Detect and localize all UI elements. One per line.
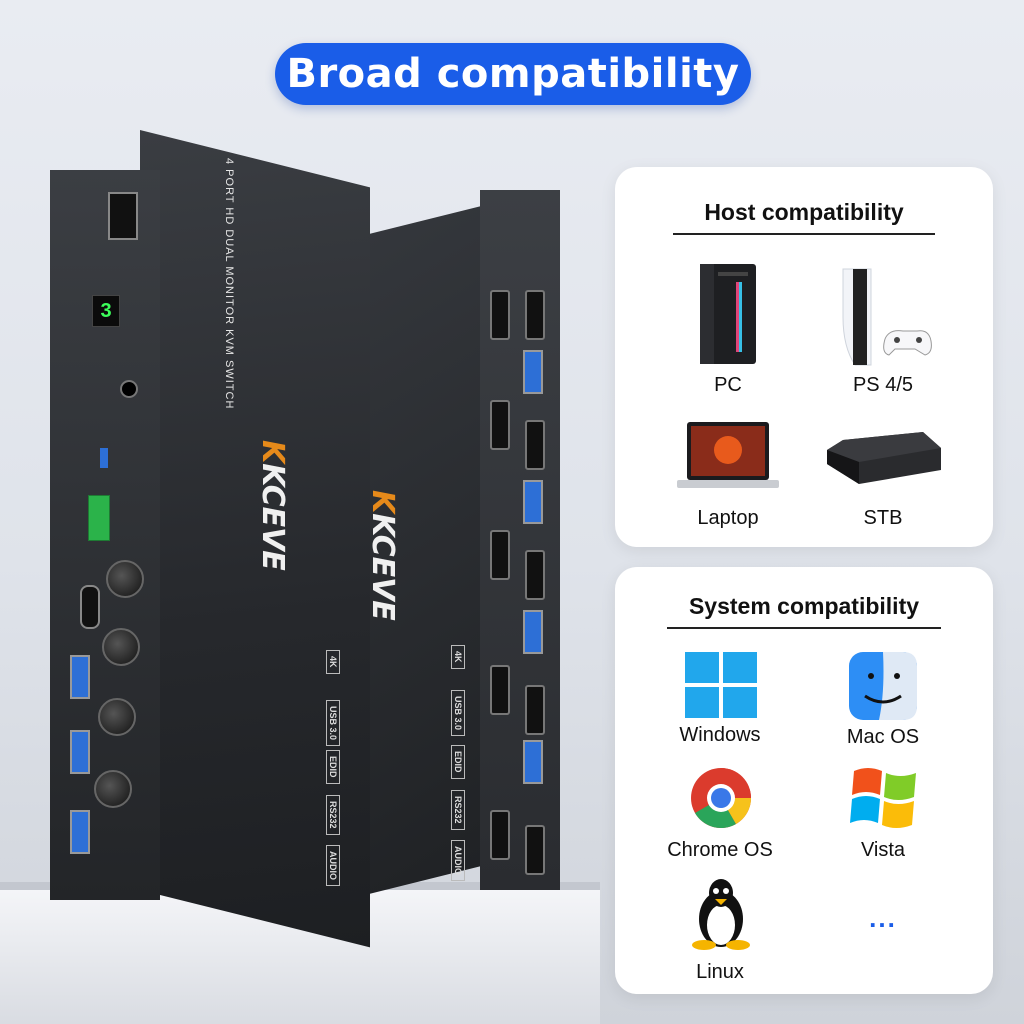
linux-icon — [692, 879, 750, 950]
system-label-chromeos: Chrome OS — [667, 839, 773, 861]
playstation-icon — [842, 268, 932, 366]
system-item-vista: Vista — [818, 765, 948, 865]
system-label-vista: Vista — [860, 839, 906, 861]
back-badge-audio: AUDIO — [451, 840, 465, 881]
system-label-linux: Linux — [696, 961, 744, 983]
front-brand-logo: KKCEVE — [255, 440, 290, 571]
front-badge-usb: USB 3.0 — [326, 700, 340, 747]
host-label-laptop: Laptop — [697, 507, 759, 529]
kvm-switch-back: KKCEVE 4K USB 3.0 EDID RS232 AUDIO — [345, 190, 560, 900]
set-top-box-icon — [827, 432, 941, 484]
system-item-macos: Mac OS — [818, 652, 948, 752]
system-title: System compatibility — [688, 593, 920, 619]
port-display: 3 — [92, 295, 120, 327]
front-usb-port-3 — [70, 810, 90, 854]
host-label-ps: PS 4/5 — [852, 374, 914, 396]
page-title: Broad compatibility — [286, 51, 740, 97]
power-switch[interactable] — [108, 192, 138, 240]
page-title-banner: Broad compatibility — [275, 43, 751, 105]
host-title-underline — [673, 233, 935, 235]
port-2-button[interactable] — [102, 628, 140, 666]
hdmi-b3-port — [490, 665, 510, 715]
host-item-ps: PS 4/5 — [818, 262, 948, 402]
back-badge-4k: 4K — [451, 645, 465, 669]
front-badge-rs232: RS232 — [326, 795, 340, 835]
usb-port-pc2 — [523, 480, 543, 524]
usb-port-pc1 — [523, 350, 543, 394]
hdmi-a4-port — [525, 825, 545, 875]
front-badge-audio: AUDIO — [326, 845, 340, 886]
hdmi-a1-port — [525, 420, 545, 470]
macos-icon — [849, 652, 917, 720]
back-brand-logo: KKCEVE — [365, 490, 400, 621]
rs232-terminal — [88, 495, 110, 541]
host-compatibility-card: Host compatibility PC PS 4/5 Laptop — [615, 167, 993, 547]
laptop-icon — [677, 422, 779, 488]
front-badge-edid: EDID — [326, 750, 340, 784]
usb-port-pc3 — [523, 610, 543, 654]
hdmi-a3-port — [525, 685, 545, 735]
usb-c-port — [80, 585, 100, 629]
system-item-chromeos: Chrome OS — [655, 767, 785, 867]
front-badge-4k: 4K — [326, 650, 340, 674]
front-usb-port-1 — [70, 655, 90, 699]
back-badge-rs232: RS232 — [451, 790, 465, 830]
host-label-stb: STB — [863, 507, 903, 529]
host-item-stb: STB — [818, 415, 948, 535]
vista-icon — [850, 768, 916, 828]
usb-port-pc4 — [523, 740, 543, 784]
system-label-macos: Mac OS — [846, 726, 920, 748]
port-1-button[interactable] — [106, 560, 144, 598]
front-usb-port-2 — [70, 730, 90, 774]
back-badge-edid: EDID — [451, 745, 465, 779]
audio-jack — [120, 380, 138, 398]
back-badge-usb: USB 3.0 — [451, 690, 465, 737]
system-item-windows: Windows — [655, 652, 785, 752]
hdmi-b4-port — [490, 810, 510, 860]
monitor-a-port — [525, 290, 545, 340]
hdmi-b1-port — [490, 400, 510, 450]
monitor-b-port — [490, 290, 510, 340]
more-icon: ... — [869, 903, 897, 933]
host-title: Host compatibility — [704, 199, 904, 225]
host-label-pc: PC — [714, 374, 742, 396]
model-text: 4 PORT HD DUAL MONITOR KVM SWITCH — [223, 158, 235, 410]
system-compatibility-card: System compatibility Windows Mac OS — [615, 567, 993, 994]
windows-icon — [685, 652, 757, 718]
system-title-underline — [667, 627, 941, 629]
port-4-button[interactable] — [94, 770, 132, 808]
system-item-linux: Linux — [655, 877, 785, 987]
port-3-button[interactable] — [98, 698, 136, 736]
system-label-windows: Windows — [679, 724, 761, 746]
host-item-laptop: Laptop — [663, 415, 793, 535]
host-item-pc: PC — [663, 262, 793, 402]
kvm-switch-front: 4 PORT HD DUAL MONITOR KVM SWITCH KKCEVE… — [40, 130, 370, 948]
edid-switch[interactable] — [100, 448, 108, 468]
hdmi-b2-port — [490, 530, 510, 580]
system-item-more: ... — [818, 897, 948, 947]
chrome-icon — [691, 768, 751, 829]
pc-tower-icon — [700, 264, 756, 364]
hdmi-a2-port — [525, 550, 545, 600]
